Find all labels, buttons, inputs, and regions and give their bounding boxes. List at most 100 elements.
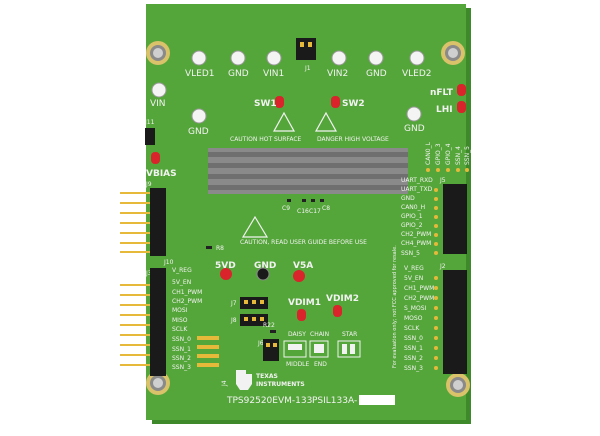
svg-text:CH2_PWM: CH2_PWM: [401, 231, 431, 238]
chain-label: CHAIN: [310, 331, 329, 338]
c16-label: C16: [297, 208, 309, 215]
svg-text:SSN_3: SSN_3: [172, 364, 191, 371]
model-number: TPS92520EVM-133: [226, 396, 312, 406]
svg-text:5V_EN: 5V_EN: [404, 275, 423, 282]
svg-text:UART_RXD: UART_RXD: [401, 177, 433, 184]
vbias-label: VBIAS: [146, 169, 177, 179]
j3-pin-labels: V_REG 5V_EN CH1_PWM CH2_PWM MOSI MISO SC…: [172, 267, 202, 371]
r8-label: R8: [216, 245, 224, 252]
svg-text:GPIO_1: GPIO_1: [401, 213, 423, 220]
gnd5-label: GND: [254, 261, 276, 271]
j9-header: [120, 188, 166, 256]
tp-top-row: [151, 50, 425, 124]
svg-text:MOSO: MOSO: [404, 315, 423, 322]
v5d-label: 5VD: [215, 261, 236, 271]
tp-vin-label: VIN: [150, 99, 166, 109]
vbias-led: [151, 152, 160, 164]
c17-label: C17: [309, 208, 321, 215]
tp-gnd1-label: GND: [228, 69, 249, 79]
j3-header: [120, 268, 166, 376]
svg-text:SSN_5: SSN_5: [464, 146, 471, 165]
svg-text:SSN_2: SSN_2: [404, 355, 423, 362]
svg-text:MISO: MISO: [172, 317, 188, 324]
c8-label: C8: [322, 205, 330, 212]
svg-text:SSN_1: SSN_1: [404, 345, 423, 352]
hot-surface-icon: [272, 111, 296, 132]
svg-text:CAN0_L: CAN0_L: [425, 141, 432, 165]
tp-vin1-label: VIN1: [263, 69, 284, 79]
end-switch: [309, 340, 329, 358]
svg-text:5V_EN: 5V_EN: [172, 279, 191, 286]
vdim2-label: VDIM2: [326, 294, 359, 304]
side-note: For evaluation only; not FCC approved fo…: [392, 245, 398, 368]
mount-hole-tr: [441, 41, 465, 65]
svg-text:UART_TXD: UART_TXD: [401, 186, 433, 193]
daisy-label: DAISY: [288, 331, 306, 338]
j5-label: J5: [439, 177, 446, 184]
sw2-led: [331, 96, 340, 108]
j1-label: J1: [304, 65, 311, 72]
nflt-label: nFLT: [430, 88, 454, 98]
pwr-label: PSIL133A-: [312, 396, 357, 406]
top-right-pins: CAN0_L GPIO_3 GPIO_4 SSN_4 SSN_5: [425, 141, 471, 172]
middle-label: MIDDLE: [286, 361, 310, 368]
svg-text:SSN_2: SSN_2: [172, 355, 191, 362]
tp-vled1-label: VLED1: [185, 69, 215, 79]
j6-header: [263, 339, 279, 361]
svg-text:CH2_PWM: CH2_PWM: [172, 298, 202, 305]
svg-text:CAN0_H: CAN0_H: [401, 204, 425, 211]
tp-gnd2-label: GND: [366, 69, 387, 79]
star-switch: [337, 340, 361, 358]
tp-vin2-label: VIN2: [327, 69, 348, 79]
sw1-led: [275, 96, 284, 108]
svg-text:CH4_PWM: CH4_PWM: [401, 240, 431, 247]
j2-label: J2: [439, 263, 446, 270]
pcb: [146, 4, 466, 420]
nflt-led: [457, 84, 466, 96]
caution-guide-text: CAUTION, READ USER GUIDE BEFORE USE: [240, 239, 367, 246]
ti-text-1: TEXAS: [256, 373, 278, 380]
tp-gnd3-label: GND: [188, 127, 209, 137]
svg-text:V_REG: V_REG: [172, 267, 192, 274]
v5a-led: [293, 270, 305, 282]
serial-label-blank: [359, 395, 395, 405]
j2-header: [434, 270, 467, 374]
svg-text:GND: GND: [401, 195, 415, 202]
j5-pin-labels: UART_RXD UART_TXD GND CAN0_H GPIO_1 GPIO…: [401, 177, 433, 257]
sw2-label: SW2: [342, 99, 365, 109]
j4-pads: [197, 336, 219, 367]
j2-pin-labels: V_REG 5V_EN CH1_PWM CH2_PWM S_MOSI MOSO …: [404, 265, 434, 372]
lhi-label: LHI: [436, 105, 453, 115]
svg-text:GPIO_3: GPIO_3: [435, 143, 442, 165]
c9-label: C9: [282, 205, 290, 212]
lhi-led: [457, 101, 466, 113]
j8-label: J8: [230, 317, 237, 324]
svg-text:SSN_0: SSN_0: [172, 336, 191, 343]
j4-label: J4: [221, 380, 228, 387]
svg-text:CH1_PWM: CH1_PWM: [172, 289, 202, 296]
middle-switch: [283, 340, 307, 358]
svg-text:SSN_1: SSN_1: [172, 346, 191, 353]
mount-hole-bl: [146, 371, 170, 395]
v5d-led: [220, 268, 232, 280]
ti-text-2: INSTRUMENTS: [256, 381, 305, 388]
svg-text:SCLK: SCLK: [404, 325, 420, 332]
sw1-label: SW1: [254, 99, 277, 109]
vdim2-led: [333, 305, 342, 317]
svg-text:SSN_5: SSN_5: [401, 250, 420, 257]
j7-label: J7: [230, 300, 237, 307]
r22-label: R22: [263, 322, 275, 329]
j6-label: J6: [257, 340, 264, 347]
j9-label: J9: [145, 181, 152, 188]
j1-header: [296, 38, 316, 60]
j10-label: J10: [163, 259, 174, 266]
svg-text:GPIO_4: GPIO_4: [445, 143, 452, 165]
vdim1-label: VDIM1: [288, 298, 321, 308]
svg-text:SSN_4: SSN_4: [455, 146, 462, 165]
svg-text:SSN_0: SSN_0: [404, 335, 423, 342]
svg-text:CH2_PWM: CH2_PWM: [404, 295, 434, 302]
caution-hot-text: CAUTION HOT SURFACE: [230, 136, 302, 143]
v5a-label: V5A: [293, 261, 313, 271]
svg-text:S_MOSI: S_MOSI: [404, 305, 427, 312]
